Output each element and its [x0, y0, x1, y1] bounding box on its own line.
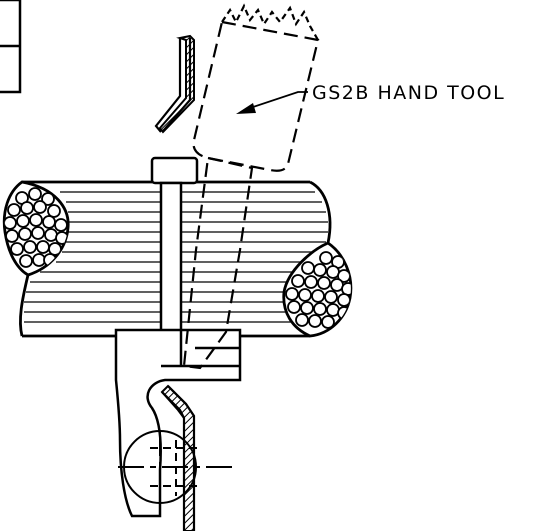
- mount-clip: [114, 328, 242, 518]
- hand-tool-break-line: [221, 3, 319, 41]
- hand-tool-outline: [182, 20, 320, 370]
- fastener-symbol: [118, 430, 232, 516]
- callout-leader: [236, 91, 308, 114]
- leader-arrowhead: [236, 103, 256, 114]
- tie-strap-head: [150, 156, 199, 185]
- right-wire-end: [282, 241, 353, 338]
- border-frame: [0, 0, 22, 94]
- left-wire-end: [2, 180, 70, 277]
- upper-panel-section: [154, 34, 195, 134]
- lower-panel-section: [160, 384, 196, 531]
- callout-label-hand-tool: GS2B HAND TOOL: [312, 82, 505, 104]
